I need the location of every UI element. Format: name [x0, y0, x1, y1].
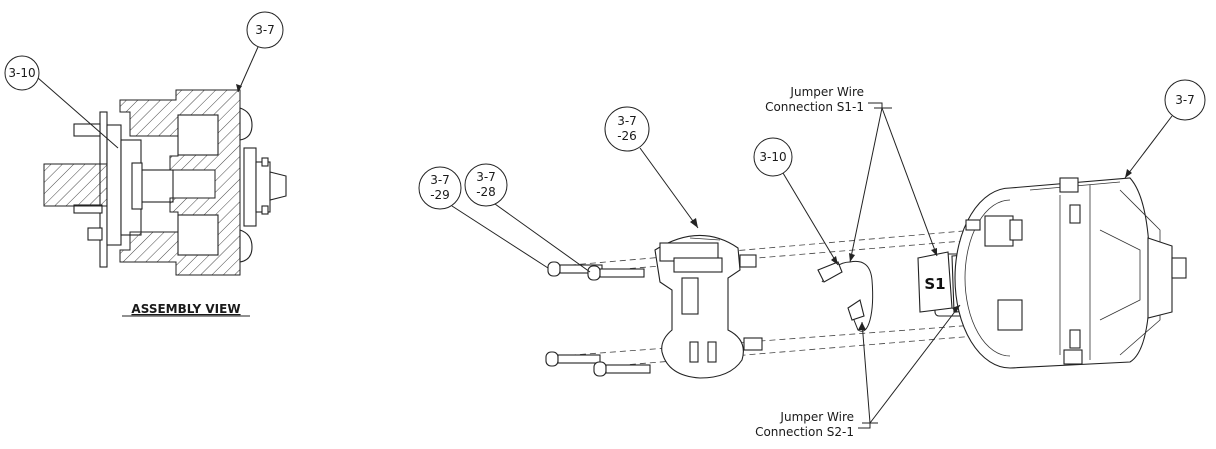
jumper-wire [817, 260, 874, 332]
svg-text:3-7: 3-7 [617, 114, 637, 128]
jumper-s1-label-line2: Connection S1-1 [765, 100, 864, 114]
screw-lower-right [593, 361, 651, 377]
svg-text:3-7: 3-7 [430, 173, 450, 187]
jumper-s2-label-line2: Connection S2-1 [755, 425, 854, 439]
alignment-lines [559, 229, 976, 368]
screw-lower-left [545, 351, 601, 367]
svg-text:3-10: 3-10 [8, 66, 35, 80]
svg-text:-29: -29 [430, 188, 450, 202]
callout-assembly-3-7: 3-7 [236, 11, 284, 93]
assembly-section-drawing [43, 89, 287, 276]
screw-upper-right [587, 265, 645, 281]
callout-exploded-3-7-28: 3-7 -28 [464, 163, 591, 273]
callout-exploded-3-7-29: 3-7 -29 [418, 166, 549, 269]
svg-text:3-7: 3-7 [1175, 93, 1195, 107]
callout-assembly-3-10: 3-10 [4, 55, 119, 149]
jumper-s2-label-line1: Jumper Wire [779, 410, 854, 424]
callout-exploded-3-7: 3-7 [1124, 79, 1206, 179]
callout-exploded-3-7-26: 3-7 -26 [604, 106, 699, 229]
svg-text:3-7: 3-7 [476, 170, 496, 184]
callout-exploded-3-10: 3-10 [753, 137, 839, 266]
assembly-view-title: ASSEMBLY VIEW [131, 302, 240, 316]
jumper-s1-label-line1: Jumper Wire [789, 85, 864, 99]
terminal-s1-label: S1 [924, 275, 945, 293]
main-housing [954, 177, 1187, 369]
svg-text:-28: -28 [476, 185, 496, 199]
jumper-s2-label-group: Jumper Wire Connection S2-1 [755, 304, 961, 439]
circuit-board-part [654, 234, 763, 379]
svg-text:-26: -26 [617, 129, 637, 143]
svg-text:3-7: 3-7 [255, 23, 275, 37]
svg-text:3-10: 3-10 [759, 150, 786, 164]
jumper-s1-label-group: Jumper Wire Connection S1-1 [765, 85, 938, 263]
